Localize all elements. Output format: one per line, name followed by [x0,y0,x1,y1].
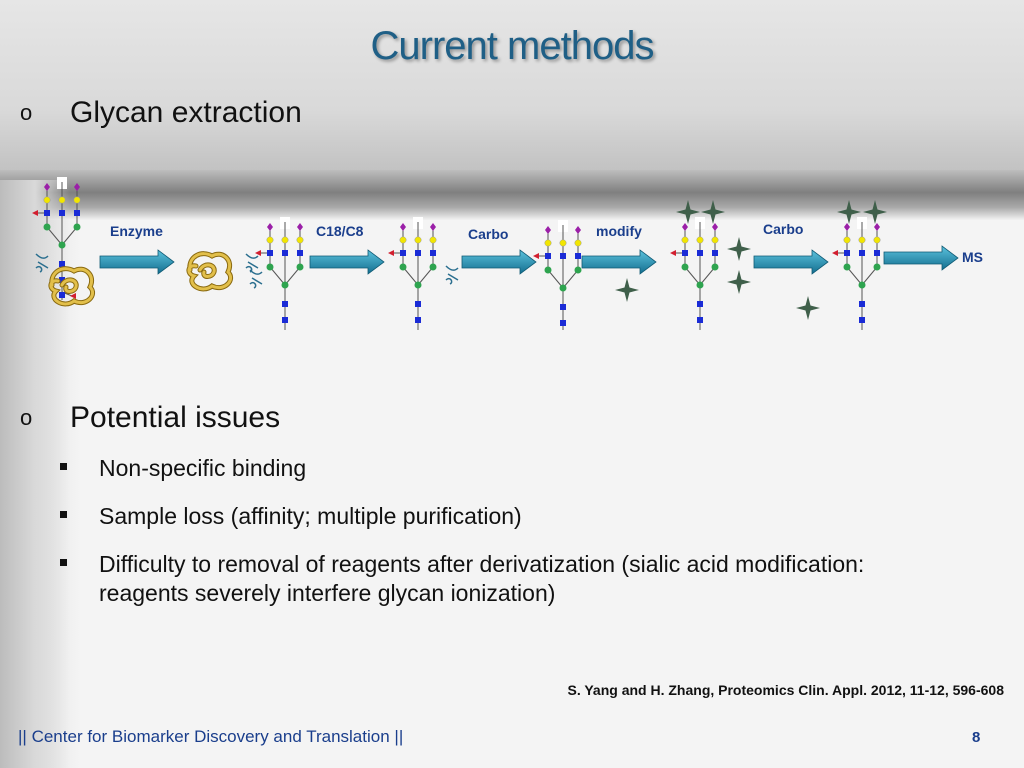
arrow-ms [883,245,959,271]
reference-citation: S. Yang and H. Zhang, Proteomics Clin. A… [567,682,1005,698]
subbullet-sample-loss: Sample loss (affinity; multiple purifica… [60,502,920,531]
glycan-purified [387,216,459,330]
arrow-carbo-1 [461,249,537,275]
footer: || Center for Biomarker Discovery and Tr… [18,727,403,747]
label-modify: modify [596,223,642,239]
label-ms: MS [962,249,983,265]
arrow-modify [581,249,657,275]
bullet-text: Glycan extraction [70,96,302,129]
glycan-final [831,200,887,330]
background-left-shadow [0,180,70,768]
square-bullet-icon [60,463,67,470]
arrow-c18c8 [309,249,385,275]
glycan-carbo [532,219,582,330]
bullet-marker: o [20,100,33,125]
glycoprotein-start [31,176,93,304]
footer-right-bar: || [394,727,404,746]
slide-title: Current methods [370,24,655,68]
square-bullet-icon [60,559,67,566]
glycan-modified [669,200,751,330]
reagent-star-1 [615,278,639,302]
background-top [0,0,1024,200]
label-enzyme: Enzyme [110,223,163,239]
bullet-text: Potential issues [70,401,281,434]
subbullet-nonspecific: Non-specific binding [60,454,920,483]
subbullet-text: Non-specific binding [99,455,307,481]
subbullet-text: Sample loss (affinity; multiple purifica… [99,503,522,529]
footer-text: Center for Biomarker Discovery and Trans… [31,727,390,746]
label-carbo-1: Carbo [468,226,509,242]
released-protein [189,254,263,289]
label-c18c8: C18/C8 [316,223,364,239]
bullet-marker: o [20,405,33,430]
square-bullet-icon [60,511,67,518]
background-main [0,215,1024,768]
page-number: 8 [972,729,981,746]
arrow-carbo-2 [753,249,829,275]
glycan-workflow-diagram [31,176,959,330]
subbullet-reagent-removal: Difficulty to removal of reagents after … [60,550,920,608]
subbullet-text: Difficulty to removal of reagents after … [99,551,865,606]
arrow-enzyme [99,249,175,275]
label-carbo-2: Carbo [763,221,804,237]
footer-left-bar: || [18,727,27,746]
reagent-star-2 [796,296,820,320]
glycan-released [254,216,304,330]
